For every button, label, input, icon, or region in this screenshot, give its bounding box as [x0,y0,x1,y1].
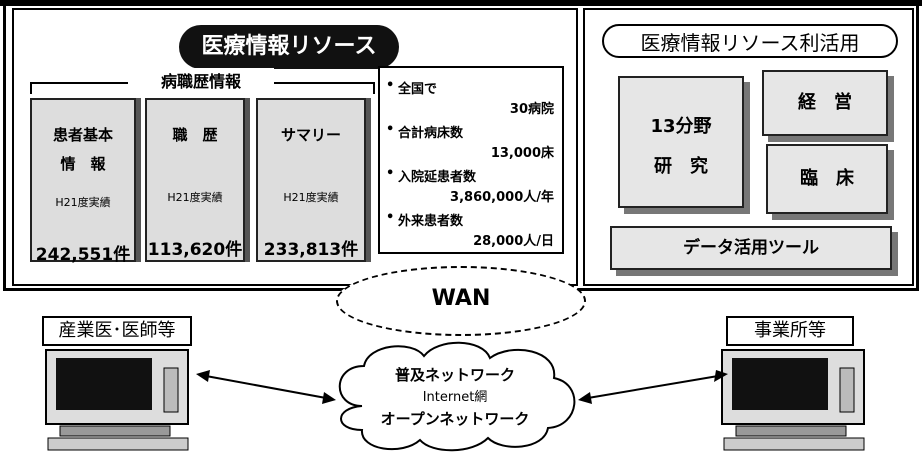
job-history-book: 職 歴 H21度実績 113,620件 [145,98,245,262]
utilization-panel [583,8,914,286]
stat-value: 28,000人/日 [473,234,554,249]
stat-bullet: • [386,210,395,225]
data-tool-box: データ活用ツール [610,226,892,270]
stat-value: 30病院 [509,102,554,117]
resource-title: 医療情報リソース [179,25,399,69]
stat-bullet: • [386,122,395,137]
stat-label: 合計病床数 [398,126,464,141]
stat-label: 全国で [398,82,438,97]
book-title: 患者基本 [52,126,113,144]
patient-info-book: 患者基本 情 報 H21度実績 242,551件 [30,98,136,265]
book-subtitle: H21度実績 [283,191,339,204]
right-site-label: 事業所等 [726,316,854,346]
left-arrow [196,370,336,404]
book-count: 233,813件 [263,240,359,260]
research-line1: 13分野 [650,116,712,137]
book-title-2: 情 報 [60,155,106,173]
left-computer-icon [45,349,189,451]
stat-label: 入院延患者数 [398,170,477,185]
research-line2: 研 究 [654,156,708,177]
cloud-line3: オープンネットワーク [380,410,530,428]
left-site-label: 産業医･医師等 [42,316,192,346]
stat-value: 13,000床 [490,146,554,161]
right-arrow [578,370,728,404]
book-count: 113,620件 [147,240,243,260]
utilization-title: 医療情報リソース利活用 [602,24,898,58]
stat-value: 3,860,000人/年 [450,190,554,205]
network-cloud-icon [338,341,576,452]
book-title: 職 歴 [172,126,218,144]
right-computer-icon [721,349,865,451]
clinical-box: 臨 床 [766,144,888,214]
wan-cloud [336,266,586,336]
book-count: 242,551件 [35,245,131,265]
cloud-line2: Internet網 [422,390,488,405]
stat-bullet: • [386,78,395,93]
wan-label: WAN [431,286,491,311]
stats-box: • 全国で 30病院 • 合計病床数 13,000床 • 入院延患者数 3,86… [378,66,564,254]
book-title: サマリー [280,126,341,144]
resource-panel [12,8,578,286]
cloud-line1: 普及ネットワーク [394,366,515,384]
summary-book: サマリー H21度実績 233,813件 [256,98,366,262]
stat-label: 外来患者数 [398,214,464,229]
management-box: 経 営 [762,70,888,136]
stat-bullet: • [386,166,395,181]
book-subtitle: H21度実績 [55,196,111,209]
research-box: 13分野 研 究 [618,76,744,208]
history-label: 病職歴情報 [128,68,274,92]
book-subtitle: H21度実績 [167,191,223,204]
